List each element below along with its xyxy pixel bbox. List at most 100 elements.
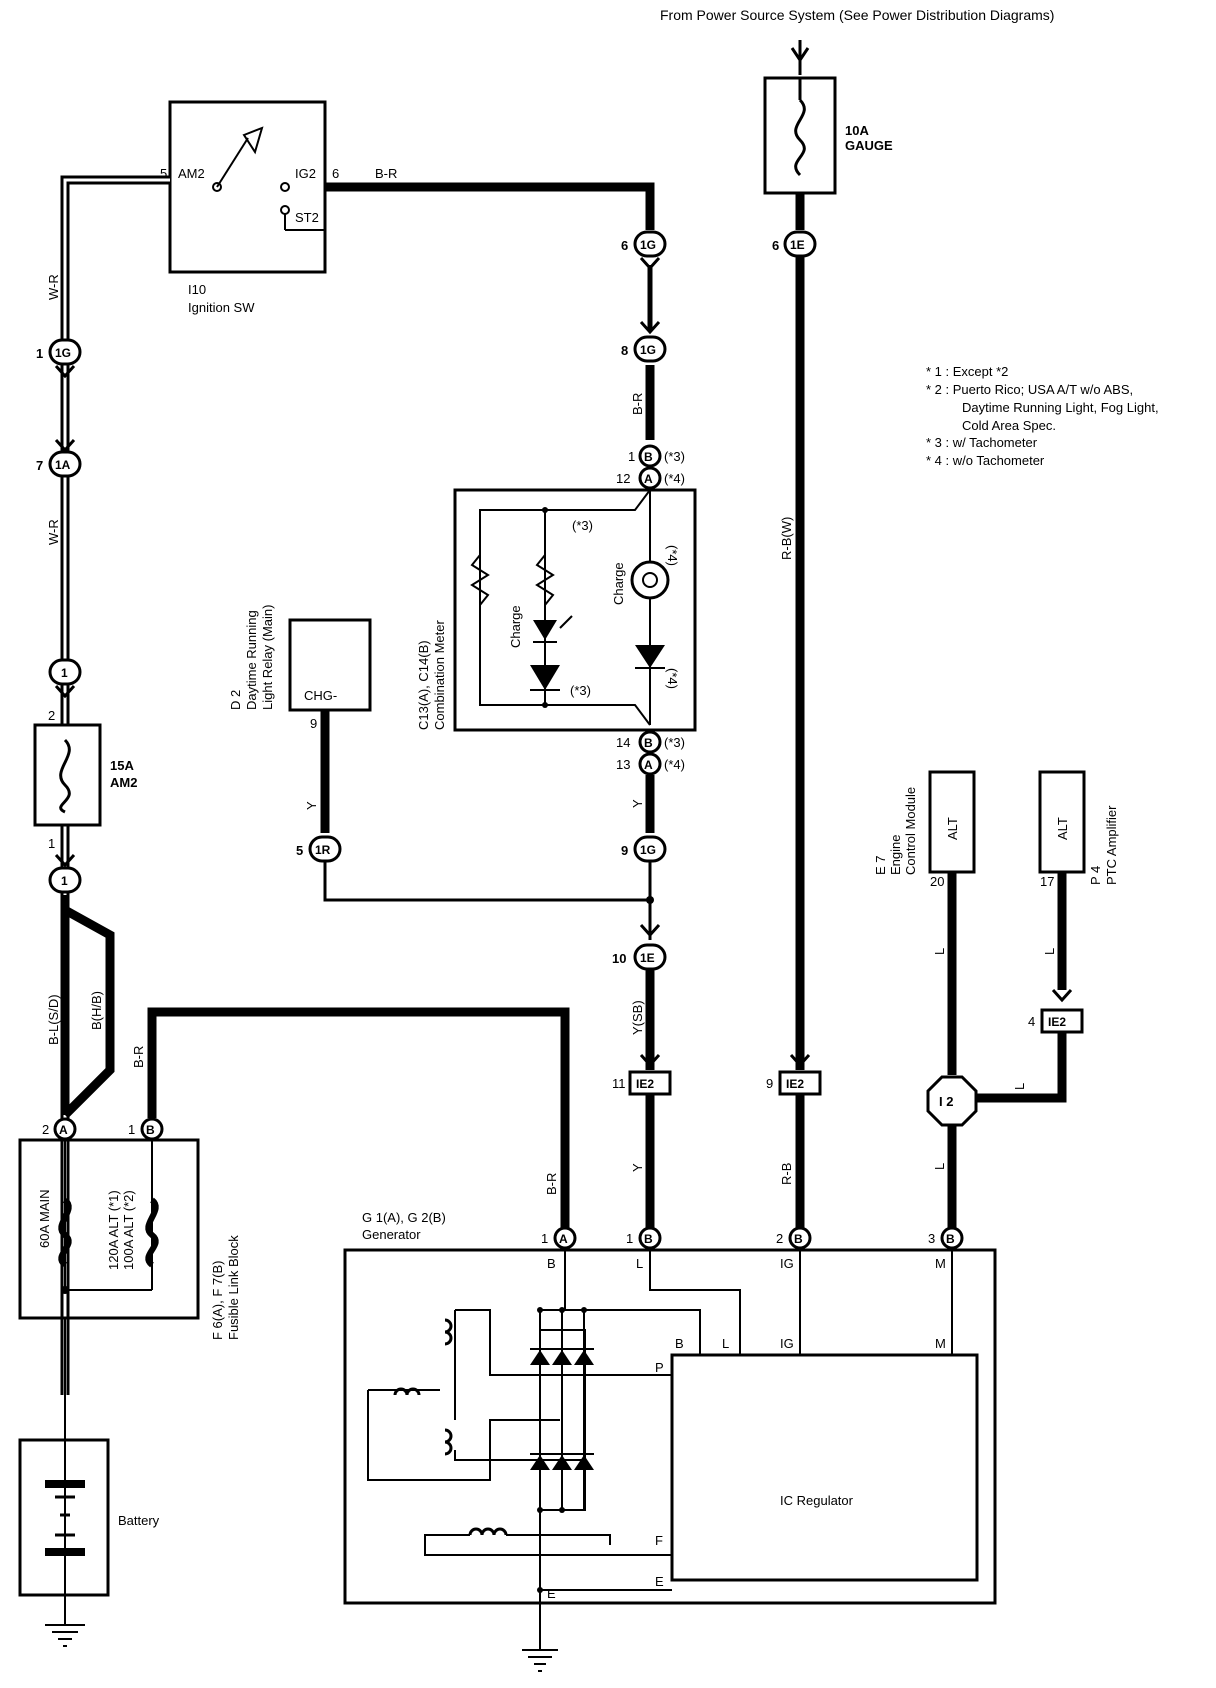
svg-text:(*4): (*4) — [665, 668, 680, 689]
svg-text:5: 5 — [296, 843, 303, 858]
switch-lever-head — [242, 126, 264, 155]
connector-ie2-11: IE2 11 — [612, 1053, 672, 1096]
svg-text:B(H/B): B(H/B) — [89, 991, 104, 1030]
junction-1a: 1A 7 — [36, 438, 82, 478]
svg-text:B: B — [946, 1232, 955, 1246]
diode-top-1 — [530, 1350, 550, 1365]
svg-text:B-R: B-R — [544, 1173, 559, 1195]
svg-text:(*3): (*3) — [664, 449, 685, 464]
svg-text:B: B — [675, 1336, 684, 1351]
junction-1g-9: 1G 9 — [621, 835, 667, 863]
junction-1-a: 1 — [48, 658, 82, 699]
svg-text:A: A — [644, 472, 653, 486]
svg-text:Y: Y — [630, 1163, 645, 1172]
svg-text:Y: Y — [304, 801, 319, 810]
wire-bl-bhb: B-L(S/D) B(H/B) — [46, 895, 115, 1119]
svg-text:100A ALT (*2): 100A ALT (*2) — [121, 1190, 136, 1270]
fuse-am2-element — [59, 738, 71, 814]
generator: G 1(A), G 2(B) Generator A 1 B B 1 L B 2… — [343, 1210, 997, 1672]
svg-text:B: B — [146, 1123, 155, 1137]
svg-text:9: 9 — [766, 1076, 773, 1091]
svg-text:1R: 1R — [315, 843, 331, 857]
fusible-link-block: A 2 B 1 60A MAIN 120A ALT (*1) 100A ALT … — [18, 1117, 241, 1340]
svg-text:2: 2 — [776, 1231, 783, 1246]
svg-text:1E: 1E — [640, 951, 655, 965]
svg-text:IE2: IE2 — [786, 1077, 804, 1091]
svg-text:L: L — [1042, 948, 1057, 955]
svg-text:2: 2 — [48, 708, 55, 723]
svg-text:60A MAIN: 60A MAIN — [37, 1189, 52, 1248]
svg-text:IG: IG — [780, 1256, 794, 1271]
svg-text:R-B: R-B — [779, 1163, 794, 1185]
svg-text:1G: 1G — [55, 346, 71, 360]
svg-text:(*3): (*3) — [572, 518, 593, 533]
svg-text:13: 13 — [616, 757, 630, 772]
svg-text:B-R: B-R — [375, 166, 397, 181]
svg-text:1: 1 — [541, 1231, 548, 1246]
ignition-switch-box — [168, 100, 327, 274]
svg-text:6: 6 — [772, 238, 779, 253]
ign-pin-ig2: 6 — [332, 166, 339, 181]
svg-text:B-L(S/D): B-L(S/D) — [46, 994, 61, 1045]
svg-text:IG: IG — [780, 1336, 794, 1351]
connector-ie2-9: IE2 9 — [766, 1053, 822, 1096]
connector-ie2-4: IE2 4 — [1028, 988, 1084, 1034]
svg-text:E: E — [655, 1574, 664, 1589]
svg-text:1: 1 — [48, 836, 55, 851]
svg-text:12: 12 — [616, 471, 630, 486]
svg-text:Charge: Charge — [508, 605, 523, 648]
svg-text:B: B — [547, 1256, 556, 1271]
note-6: * 4 : w/o Tachometer — [926, 453, 1045, 468]
svg-text:L: L — [932, 948, 947, 955]
svg-text:6: 6 — [621, 238, 628, 253]
charge-led — [533, 620, 557, 640]
svg-text:AM2: AM2 — [110, 775, 137, 790]
am2-contact — [212, 182, 222, 192]
wire-b-r-charge: B-R B-R — [131, 1007, 570, 1240]
fuse-15a-am2: 2 1 15A AM2 — [33, 708, 137, 851]
svg-text:10: 10 — [612, 951, 626, 966]
st2-contact — [280, 205, 290, 215]
svg-text:10A: 10A — [845, 123, 869, 138]
svg-text:15A: 15A — [110, 758, 134, 773]
meter-box — [453, 488, 697, 732]
ign-name: Ignition SW — [188, 300, 255, 315]
fuse-10a-gauge: 10A GAUGE — [763, 76, 893, 195]
ignition-switch: 5 AM2 IG2 6 ST2 I10 Ignition SW — [160, 100, 339, 315]
ecm: ALT 20 E 7 Engine Control Module — [873, 770, 976, 889]
svg-text:7: 7 — [36, 458, 43, 473]
svg-text:Light Relay (Main): Light Relay (Main) — [260, 605, 275, 711]
svg-text:1A: 1A — [55, 458, 71, 472]
svg-text:1: 1 — [36, 346, 43, 361]
meter-resistor-2 — [535, 554, 555, 606]
fuse-am2-box — [33, 723, 102, 827]
svg-text:B-R: B-R — [131, 1046, 146, 1068]
svg-text:ALT: ALT — [1055, 817, 1070, 840]
svg-text:F: F — [655, 1533, 663, 1548]
stator-coil-3 — [444, 1428, 453, 1456]
svg-text:Battery: Battery — [118, 1513, 160, 1528]
svg-text:I 2: I 2 — [939, 1094, 953, 1109]
svg-text:Y(SB): Y(SB) — [630, 1000, 645, 1035]
fusible-block-box — [18, 1138, 200, 1320]
fuse-gauge-element — [794, 98, 806, 177]
svg-text:1: 1 — [61, 874, 68, 888]
svg-text:Engine: Engine — [888, 835, 903, 875]
svg-text:11: 11 — [612, 1076, 626, 1091]
svg-text:P: P — [655, 1360, 664, 1375]
gen-pin-2b: B 2 IG — [776, 1226, 812, 1271]
svg-text:1: 1 — [626, 1231, 633, 1246]
svg-text:(*4): (*4) — [665, 545, 680, 566]
switch-lever — [216, 137, 249, 188]
junction-1g-6: 1G 6 — [621, 230, 667, 271]
ign-label-am2: AM2 — [178, 166, 205, 181]
svg-text:L: L — [1012, 1083, 1027, 1090]
junction-i2: I 2 — [926, 1075, 978, 1127]
svg-text:120A ALT (*1): 120A ALT (*1) — [106, 1190, 121, 1270]
svg-text:(*3): (*3) — [570, 683, 591, 698]
drl-relay: CHG- 9 Y 1R 5 D 2 Daytime Running Light … — [228, 605, 372, 863]
wire-b-r-ig2: B-R B-R — [325, 166, 655, 440]
svg-text:L: L — [932, 1163, 947, 1170]
svg-text:1: 1 — [61, 666, 68, 680]
